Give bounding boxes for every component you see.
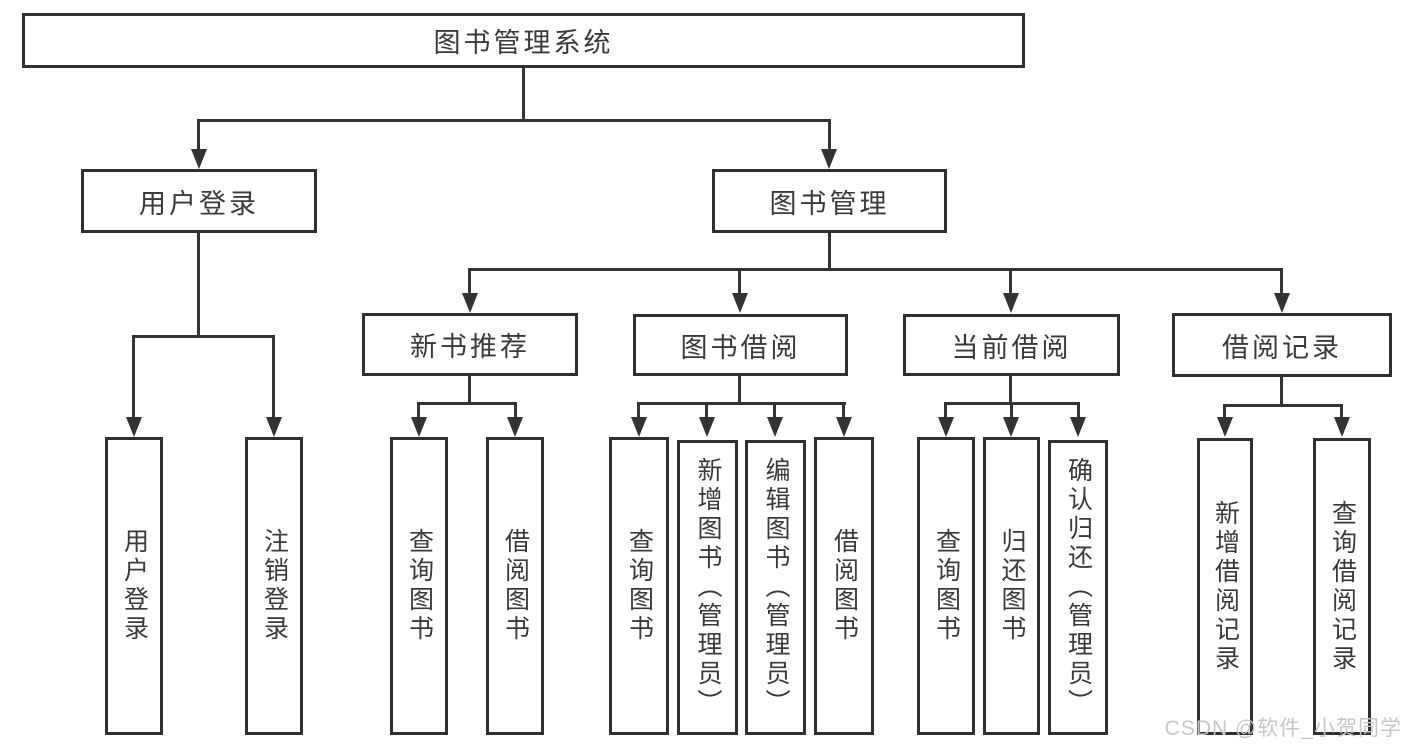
node-book-borrowing-label: 图书借阅 (680, 332, 801, 363)
arrowhead-down-icon (631, 417, 647, 437)
arrowhead-down-icon (1003, 417, 1019, 437)
arrowhead-down-icon (1334, 417, 1350, 437)
leaf-bb-query-books-label: 查询图书 (625, 528, 654, 644)
connector-line (738, 375, 741, 405)
node-book-management-system: 图书管理系统 (22, 13, 1025, 68)
connector-line (272, 335, 275, 419)
connector-line (1223, 404, 1226, 419)
arrowhead-down-icon (191, 149, 207, 169)
watermark: CSDN @软件_小贺同学 (1164, 717, 1402, 740)
connector-line (468, 375, 471, 405)
connector-line (468, 268, 1283, 271)
leaf-cb-query-books-label: 查询图书 (932, 528, 961, 644)
arrowhead-down-icon (266, 417, 282, 437)
connector-line (417, 402, 517, 405)
node-book-management: 图书管理 (712, 169, 947, 233)
leaf-bb-borrow-books-label: 借阅图书 (830, 528, 859, 644)
arrowhead-down-icon (1217, 417, 1233, 437)
arrowhead-down-icon (836, 417, 852, 437)
connector-line (197, 119, 831, 122)
arrowhead-down-icon (507, 417, 523, 437)
leaf-br-add-record-label: 新增借阅记录 (1211, 499, 1240, 674)
leaf-cb-confirm-return-label: 确认归还（管理员） (1064, 457, 1093, 718)
connector-line (197, 119, 200, 151)
leaf-bb-add-books: 新增图书（管理员） (677, 440, 738, 735)
connector-line (1280, 268, 1283, 295)
leaf-nb-borrow-books: 借阅图书 (486, 437, 544, 735)
node-user-login-label: 用户登录 (139, 188, 259, 219)
node-book-borrowing: 图书借阅 (633, 314, 848, 376)
leaf-br-add-record: 新增借阅记录 (1197, 438, 1253, 735)
leaf-nb-borrow-books-label: 借阅图书 (501, 528, 530, 644)
connector-line (637, 402, 846, 405)
node-current-borrowing: 当前借阅 (903, 314, 1120, 376)
connector-line (705, 402, 708, 419)
arrowhead-down-icon (938, 417, 954, 437)
connector-line (944, 402, 947, 419)
leaf-bb-query-books: 查询图书 (609, 437, 669, 735)
connector-line (738, 268, 741, 295)
arrowhead-down-icon (767, 417, 783, 437)
leaf-nb-query-books: 查询图书 (390, 437, 448, 735)
connector-line (1009, 375, 1012, 405)
arrowhead-down-icon (462, 293, 478, 313)
leaf-cb-query-books: 查询图书 (917, 437, 975, 735)
node-book-management-system-label: 图书管理系统 (433, 28, 614, 58)
leaf-user-login: 用户登录 (105, 437, 163, 735)
node-new-book-recommend-label: 新书推荐 (410, 332, 530, 362)
leaf-nb-query-books-label: 查询图书 (405, 528, 434, 644)
leaf-logout-label: 注销登录 (260, 528, 289, 644)
leaf-br-query-record-label: 查询借阅记录 (1328, 499, 1357, 674)
connector-line (514, 402, 517, 419)
connector-line (828, 232, 831, 271)
leaf-logout: 注销登录 (245, 437, 303, 735)
leaf-br-query-record: 查询借阅记录 (1313, 438, 1371, 735)
connector-line (842, 402, 845, 419)
arrowhead-down-icon (732, 293, 748, 313)
leaf-bb-borrow-books: 借阅图书 (814, 437, 874, 735)
connector-line (828, 119, 831, 151)
connector-line (132, 335, 275, 338)
connector-line (1077, 402, 1080, 419)
arrowhead-down-icon (1003, 293, 1019, 313)
arrowhead-down-icon (699, 417, 715, 437)
node-book-management-label: 图书管理 (769, 188, 890, 219)
leaf-cb-return-books: 归还图书 (983, 437, 1040, 735)
node-borrowing-records: 借阅记录 (1172, 313, 1392, 377)
connector-line (1223, 404, 1343, 407)
connector-line (1340, 404, 1343, 419)
connector-line (773, 402, 776, 419)
connector-line (132, 335, 135, 419)
leaf-user-login-label: 用户登录 (120, 528, 149, 644)
connector-line (1010, 402, 1013, 419)
leaf-bb-edit-books-label: 编辑图书（管理员） (762, 457, 790, 718)
arrowhead-down-icon (126, 417, 142, 437)
connector-line (197, 232, 200, 338)
arrowhead-down-icon (1274, 293, 1290, 313)
connector-line (417, 402, 420, 419)
leaf-cb-return-books-label: 归还图书 (998, 528, 1026, 644)
leaf-bb-edit-books: 编辑图书（管理员） (745, 440, 806, 735)
leaf-bb-add-books-label: 新增图书（管理员） (694, 457, 722, 718)
arrowhead-down-icon (411, 417, 427, 437)
node-new-book-recommend: 新书推荐 (362, 313, 578, 376)
arrowhead-down-icon (1070, 417, 1086, 437)
arrowhead-down-icon (821, 149, 837, 169)
connector-line (1009, 268, 1012, 295)
connector-line (1280, 375, 1283, 406)
connector-line (522, 66, 525, 121)
node-borrowing-records-label: 借阅记录 (1222, 332, 1342, 363)
leaf-cb-confirm-return: 确认归还（管理员） (1048, 440, 1108, 735)
node-current-borrowing-label: 当前借阅 (951, 332, 1072, 363)
node-user-login: 用户登录 (81, 169, 317, 233)
connector-line (468, 268, 471, 295)
connector-line (637, 402, 640, 419)
